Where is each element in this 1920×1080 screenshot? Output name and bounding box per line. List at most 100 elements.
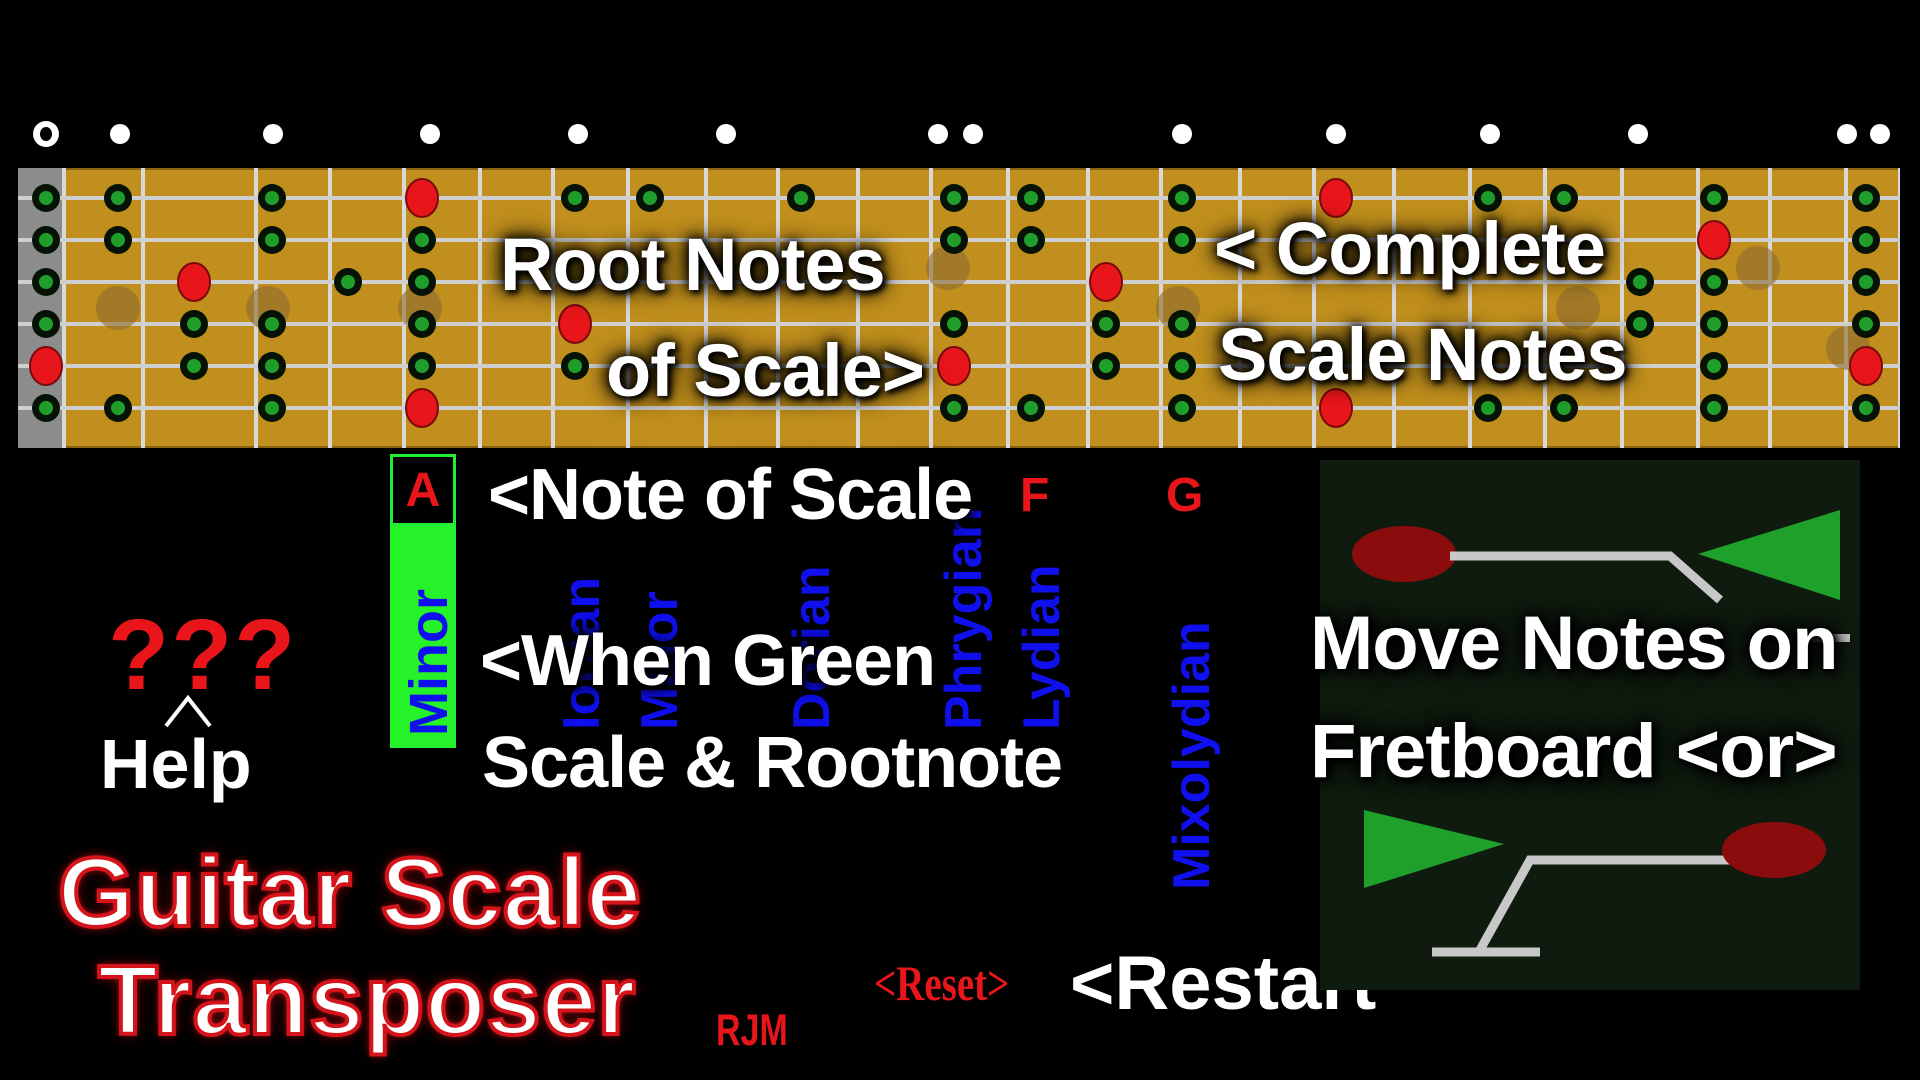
fret-marker-icon — [1837, 124, 1857, 144]
root-note-dot — [1319, 178, 1353, 218]
help-caret-icon — [164, 694, 212, 728]
fret-wire — [856, 168, 860, 448]
fret-wire — [776, 168, 780, 448]
help-label: Help — [100, 725, 252, 803]
scale-note-dot-core — [1859, 275, 1873, 289]
root-note-dot — [405, 178, 439, 218]
scale-note-dot-core — [415, 233, 429, 247]
scale-note-dot-core — [1707, 275, 1721, 289]
fret-marker-icon — [1172, 124, 1192, 144]
fret-wire — [1312, 168, 1316, 448]
fret-wire — [1543, 168, 1547, 448]
fretboard-canvas[interactable] — [18, 168, 1900, 448]
scale-note-dot-core — [187, 317, 201, 331]
scale-note-dot-core — [111, 233, 125, 247]
author-label: RJM — [716, 1006, 788, 1056]
root-note-value: A — [405, 463, 441, 517]
scale-note-dot-core — [1175, 401, 1189, 415]
fret-wire — [1898, 168, 1900, 448]
green-hint-line1: <When Green — [480, 621, 936, 701]
complete-notes-label-2: Scale Notes — [1218, 313, 1628, 396]
scale-note-dot-core — [39, 191, 53, 205]
scale-note-dot-core — [1481, 191, 1495, 205]
scale-note-dot-core — [794, 191, 808, 205]
fret-wire — [328, 168, 332, 448]
scale-note-dot-core — [1557, 191, 1571, 205]
open-string-marker-icon — [33, 121, 59, 147]
note-option-f[interactable]: F — [1020, 469, 1050, 522]
fret-wire — [1768, 168, 1772, 448]
reset-button[interactable]: <Reset> — [874, 955, 1010, 1011]
scale-note-dot-core — [415, 359, 429, 373]
fret-wire — [1620, 168, 1624, 448]
fret-wire — [704, 168, 708, 448]
fret-inlay — [96, 286, 140, 330]
scale-option-phrygian[interactable]: Phrygian — [935, 507, 993, 731]
scale-note-dot-core — [1175, 233, 1189, 247]
scale-note-dot-core — [1024, 233, 1038, 247]
arrow-right-icon — [1364, 810, 1504, 888]
root-note-dot — [177, 262, 211, 302]
fret-marker-icon — [568, 124, 588, 144]
fret-inlay — [1736, 246, 1780, 290]
scale-note-dot-core — [1099, 359, 1113, 373]
scale-note-dot-core — [187, 359, 201, 373]
scale-note-dot-core — [1175, 191, 1189, 205]
scale-option-lydian[interactable]: Lydian — [1013, 564, 1071, 730]
scale-note-dot-core — [265, 359, 279, 373]
fret-wire — [929, 168, 933, 448]
fret-marker-icon — [1326, 124, 1346, 144]
scale-note-dot-core — [415, 275, 429, 289]
scale-note-dot-core — [1175, 359, 1189, 373]
fret-marker-icon — [1628, 124, 1648, 144]
scale-note-dot-core — [1707, 191, 1721, 205]
move-notes-panel — [1320, 460, 1860, 990]
scale-note-dot-core — [1633, 275, 1647, 289]
root-note-dot — [1089, 262, 1123, 302]
fret-wire — [478, 168, 482, 448]
root-note-dot — [1849, 346, 1883, 386]
help-button[interactable]: ??? — [108, 599, 298, 711]
root-note-dot — [1319, 388, 1353, 428]
root-note-dot — [1697, 220, 1731, 260]
root-note-dot — [405, 388, 439, 428]
shift-left-control[interactable] — [1352, 510, 1850, 642]
app-title-line2: Transposer — [96, 943, 637, 1057]
root-note-selector[interactable]: A — [390, 454, 456, 526]
scale-note-dot-core — [1557, 401, 1571, 415]
fret-wire — [1006, 168, 1010, 448]
fret-wire — [1844, 168, 1848, 448]
scale-note-dot-core — [568, 359, 582, 373]
move-notes-label-2: Fretboard <or> — [1310, 709, 1838, 794]
root-note-dot — [558, 304, 592, 344]
scale-note-dot-core — [1481, 401, 1495, 415]
fret-wire — [1696, 168, 1700, 448]
fret-marker-icon — [963, 124, 983, 144]
scale-selected-button[interactable]: Minor — [390, 526, 459, 748]
fret-wire — [626, 168, 630, 448]
note-option-g[interactable]: G — [1166, 469, 1204, 522]
fret-wire — [1238, 168, 1242, 448]
scale-note-dot-core — [1707, 359, 1721, 373]
scale-note-dot-core — [39, 401, 53, 415]
scale-option-mixolydian[interactable]: Mixolydian — [1163, 621, 1221, 890]
scale-note-dot-core — [947, 233, 961, 247]
scale-note-dot-core — [265, 317, 279, 331]
fret-marker-icon — [1870, 124, 1890, 144]
shift-right-control[interactable] — [1364, 810, 1826, 957]
fret-marker-icon — [1480, 124, 1500, 144]
fret-marker-icon — [110, 124, 130, 144]
scale-note-dot-core — [947, 401, 961, 415]
green-hint-line2: Scale & Rootnote — [482, 723, 1063, 803]
scale-note-dot-core — [1859, 317, 1873, 331]
scale-note-dot-core — [39, 317, 53, 331]
selected-scale-label: Minor — [399, 589, 459, 736]
scale-note-dot-core — [1859, 191, 1873, 205]
fretboard[interactable] — [18, 168, 1900, 448]
scale-note-dot-core — [265, 233, 279, 247]
root-notes-label-2: of Scale> — [606, 329, 925, 412]
fret-wire — [1392, 168, 1396, 448]
scale-note-dot-core — [265, 191, 279, 205]
scale-note-dot-core — [643, 191, 657, 205]
